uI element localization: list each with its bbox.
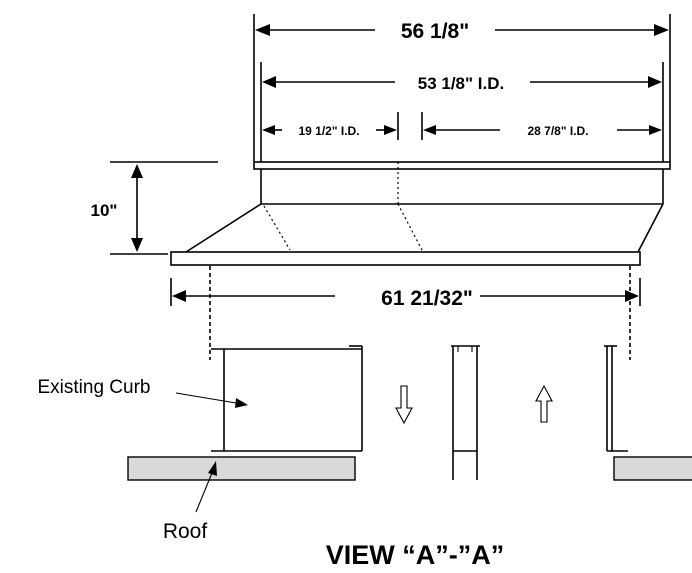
dimension-base-width: 61 21/32" [170, 266, 641, 360]
existing-curb [211, 345, 628, 480]
up-arrow-icon [535, 384, 553, 423]
overall-width-label: 56 1/8" [401, 20, 469, 43]
existing-curb-callout: Existing Curb [38, 377, 248, 408]
curb-adapter [170, 161, 671, 266]
view-title: VIEW “A”-”A” [326, 540, 505, 570]
dimension-overall-width: 56 1/8" [253, 14, 671, 162]
dimension-height: 10" [91, 161, 218, 255]
height-label: 10" [91, 201, 118, 220]
roof [127, 456, 692, 481]
left-opening-label: 19 1/2" I.D. [298, 124, 359, 138]
dimension-inner-width: 53 1/8" I.D. [260, 62, 664, 162]
down-arrow-icon [395, 385, 413, 425]
inner-width-label: 53 1/8" I.D. [418, 74, 505, 93]
base-width-label: 61 21/32" [381, 287, 473, 310]
dimension-openings: 19 1/2" I.D. 28 7/8" I.D. [262, 112, 662, 140]
roof-label: Roof [163, 520, 208, 543]
right-opening-label: 28 7/8" I.D. [527, 124, 588, 138]
roof-callout: Roof [163, 461, 217, 543]
existing-curb-label: Existing Curb [38, 377, 151, 398]
